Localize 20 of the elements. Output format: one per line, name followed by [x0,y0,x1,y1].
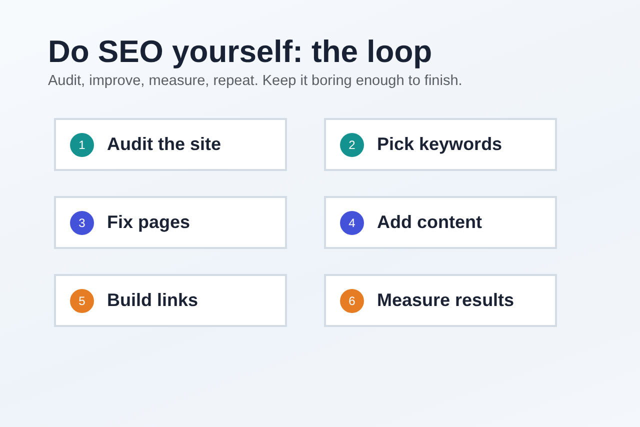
title: Do SEO yourself: the loop [48,33,432,71]
step-label: Fix pages [107,211,190,234]
step-box [54,196,287,249]
step-label: Add content [377,211,482,234]
step-label: Pick keywords [377,133,502,156]
step-box [54,118,287,171]
subtitle: Audit, improve, measure, repeat. Keep it boring enough to finish. [48,72,462,90]
step-box [324,118,557,171]
number-badge: 2 [340,132,364,156]
step-box [324,196,557,249]
number-badge: 6 [340,288,364,312]
step-label: Audit the site [107,133,222,156]
number-badge: 1 [70,132,94,156]
step-box [324,274,557,327]
number-badge: 5 [70,288,94,312]
number-badge: 4 [340,210,364,234]
number-badge: 3 [70,210,94,234]
step-label: Build links [107,289,198,312]
step-box [54,274,287,327]
step-label: Measure results [377,289,514,312]
